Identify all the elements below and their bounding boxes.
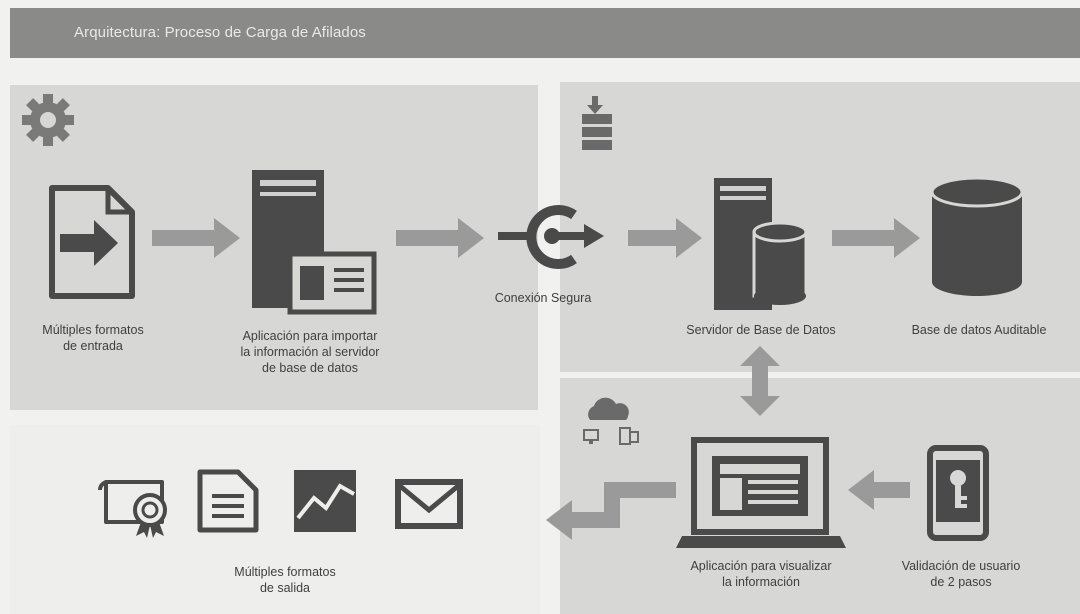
- gear-icon: [22, 94, 74, 146]
- mail-icon: [395, 479, 463, 529]
- secure-connection-icon: [498, 205, 604, 269]
- mobile-key-icon: [927, 445, 989, 541]
- flow-arrow: [848, 470, 910, 510]
- download-server-icon: [582, 96, 612, 150]
- auditable-database-icon: [930, 176, 1024, 296]
- title-bar: [10, 8, 1080, 58]
- flow-arrow: [832, 218, 920, 258]
- db-server-label: Servidor de Base de Datos: [686, 323, 836, 337]
- chart-icon: [294, 470, 356, 532]
- database-server-icon: [714, 178, 808, 310]
- flow-arrow: [628, 218, 702, 258]
- auditable-db-label: Base de datos Auditable: [911, 323, 1047, 337]
- certificate-icon: [98, 480, 167, 538]
- import-server-icon: [252, 170, 377, 315]
- input-formats-label: Múltiples formatos de entrada: [42, 323, 144, 353]
- view-app-label: Aplicación para visualizar la informació…: [690, 559, 832, 589]
- flow-arrow: [396, 218, 484, 258]
- output-formats-label: Múltiples formatos de salida: [234, 565, 336, 595]
- two-step-validation-label: Validación de usuario de 2 pasos: [901, 559, 1021, 589]
- page-title: Arquitectura: Proceso de Carga de Afilad…: [74, 24, 366, 41]
- cloud-devices-icon: [583, 397, 639, 445]
- import-app-label: Aplicación para importar la información …: [240, 329, 380, 375]
- document-icon: [197, 469, 259, 533]
- flow-arrow: [152, 218, 240, 258]
- secure-connection-label: Conexión Segura: [494, 291, 592, 305]
- laptop-icon: [676, 437, 846, 548]
- output-panel: [10, 425, 540, 614]
- elbow-arrow: [546, 482, 676, 540]
- bidirectional-arrow: [740, 346, 780, 416]
- input-document-icon: [49, 185, 135, 299]
